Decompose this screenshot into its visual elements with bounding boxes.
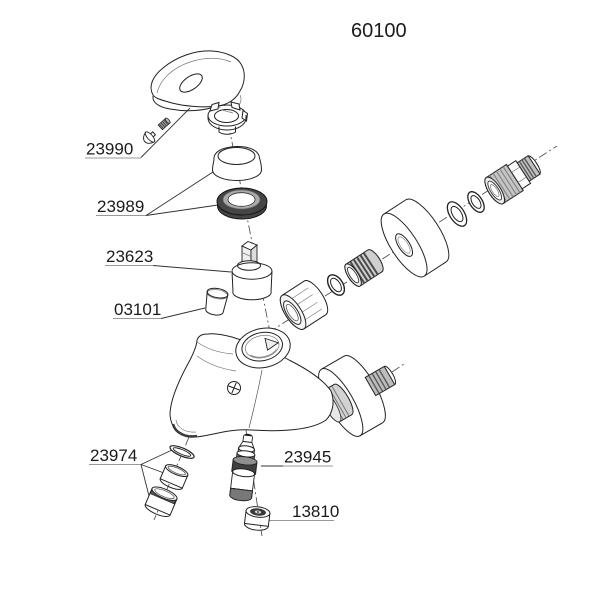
- leader-23974: [140, 449, 173, 497]
- faucet-body: [169, 327, 334, 438]
- part-label-13810: 13810: [292, 502, 339, 521]
- leader-03101: [160, 307, 206, 319]
- leader-23989: [145, 171, 219, 216]
- part-label-23945: 23945: [284, 448, 331, 467]
- handle-hole: [179, 73, 203, 93]
- locking-ring: [207, 101, 249, 135]
- cartridge-axis-line: [221, 91, 275, 353]
- leader-23623: [152, 265, 232, 273]
- diverter-cartridge-23945: [229, 433, 258, 502]
- part-label-23989: 23989: [97, 197, 144, 216]
- dome-trim-ring: [212, 145, 262, 181]
- attached-threaded-stub: [364, 365, 397, 397]
- aerator-washer: [169, 445, 195, 459]
- aerator-housing: [159, 464, 189, 490]
- cartridge-ring-nut: [279, 280, 329, 330]
- handle-screw: [157, 117, 171, 131]
- eccentric-nipple: [344, 249, 384, 287]
- wall-escutcheon-disc: [380, 198, 450, 278]
- handle-lever: [150, 50, 245, 112]
- stub-axis-line: [391, 363, 405, 373]
- part-label-23974: 23974: [90, 446, 137, 465]
- washer-small: [467, 191, 485, 213]
- drawing-title: 60100: [351, 20, 407, 42]
- part-label-23623: 23623: [106, 247, 153, 266]
- body-screw: [227, 381, 241, 395]
- part-label-23990: 23990: [86, 140, 133, 159]
- aerator-end-cap: [144, 486, 178, 518]
- inlet-o-ring: [326, 274, 346, 296]
- wall-connector-union: [484, 155, 541, 205]
- washer-large: [446, 201, 468, 227]
- leader-lines: [85, 107, 334, 521]
- diverter-nut-13810: [243, 506, 271, 531]
- seal-ring-23989: [216, 187, 268, 220]
- cartridge-seat-ring: [235, 327, 291, 369]
- screw-cover-cap: [143, 131, 157, 144]
- cartridge-23623: [231, 240, 273, 301]
- spout-outlet-edge: [171, 423, 198, 438]
- part-label-03101: 03101: [114, 300, 161, 319]
- leader-23990: [140, 107, 191, 158]
- part-labels: 60100 23990 23989 23623 03101 23974 2394…: [86, 20, 407, 521]
- handle-plug-03101: [205, 287, 229, 316]
